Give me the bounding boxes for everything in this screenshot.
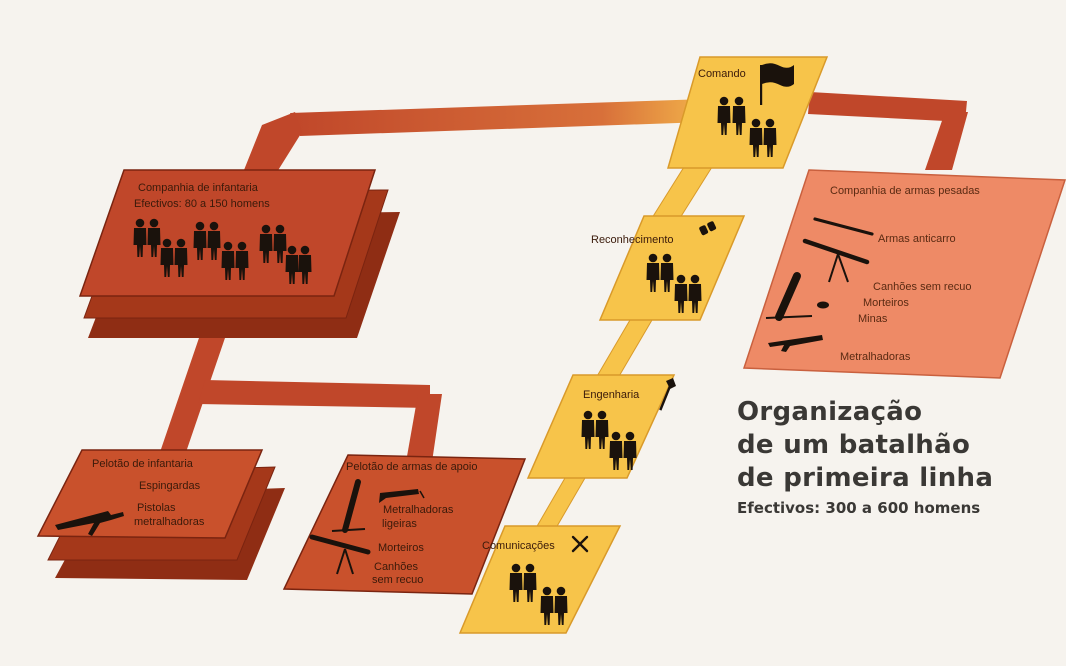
infantry-platoon-item-rifles: Espingardas (139, 480, 201, 492)
heavy-item-recoilless: Canhões sem recuo (873, 281, 971, 293)
heavy-weapons-icon (765, 217, 874, 352)
connector-command-right (808, 92, 967, 122)
infantry-platoon-item-pistols: Pistolas (137, 502, 176, 514)
heavy-item-mines: Minas (858, 313, 888, 325)
chain-link-3 (535, 477, 586, 529)
engineering-label: Engenharia (583, 389, 640, 401)
connector-right-down (925, 112, 968, 170)
connector-company-to-top (240, 112, 302, 180)
tools-icon (571, 535, 589, 553)
infantry-platoon-item-smg: metralhadoras (134, 516, 205, 528)
command-label: Comando (698, 68, 746, 80)
support-weapons-icon (309, 479, 425, 575)
rifle-icon (55, 511, 124, 536)
support-item-recoilless: sem recuo (372, 574, 423, 586)
heavy-item-machine-guns: Metralhadoras (840, 351, 911, 363)
infantry-platoon-title: Pelotão de infantaria (92, 458, 194, 470)
caption-strength: Efectivos: 300 a 600 homens (737, 499, 981, 517)
support-item-mg-light: ligeiras (382, 518, 417, 530)
caption-line-3: de primeira linha (737, 463, 994, 493)
support-item-cannons: Canhões (374, 561, 419, 573)
command-box (667, 56, 829, 169)
heavy-item-anti-tank: Armas anticarro (878, 233, 956, 245)
binoculars-icon (699, 221, 717, 236)
connector-company-down (158, 335, 226, 458)
chain-link-2 (595, 319, 653, 379)
recon-label: Reconhecimento (591, 234, 674, 246)
shovel-icon (659, 378, 676, 411)
infantry-company-title: Companhia de infantaria (138, 182, 259, 194)
connector-platoon-bar (198, 380, 430, 408)
communications-box (458, 525, 622, 634)
heavy-weapons-card (742, 169, 1066, 379)
chain-link-1 (651, 166, 713, 219)
infantry-company-strength: Efectivos: 80 a 150 homens (134, 198, 270, 210)
support-platoon-title: Pelotão de armas de apoio (346, 461, 477, 473)
caption-line-1: Organização (737, 397, 923, 427)
connector-command-left (290, 99, 706, 136)
flag-icon (760, 63, 794, 105)
support-item-mortars: Morteiros (378, 542, 424, 554)
caption-line-2: de um batalhão (737, 430, 971, 460)
heavy-weapons-title: Companhia de armas pesadas (830, 185, 980, 197)
staff-boxes (458, 56, 829, 634)
communications-label: Comunicações (482, 540, 555, 552)
connector-support-down (406, 394, 442, 462)
connector-lines (158, 92, 968, 462)
heavy-item-mortars: Morteiros (863, 297, 909, 309)
diagram-caption: Organização de um batalhão de primeira l… (737, 396, 1057, 519)
support-item-mg: Metralhadoras (383, 504, 454, 516)
support-platoon-card (282, 454, 527, 595)
